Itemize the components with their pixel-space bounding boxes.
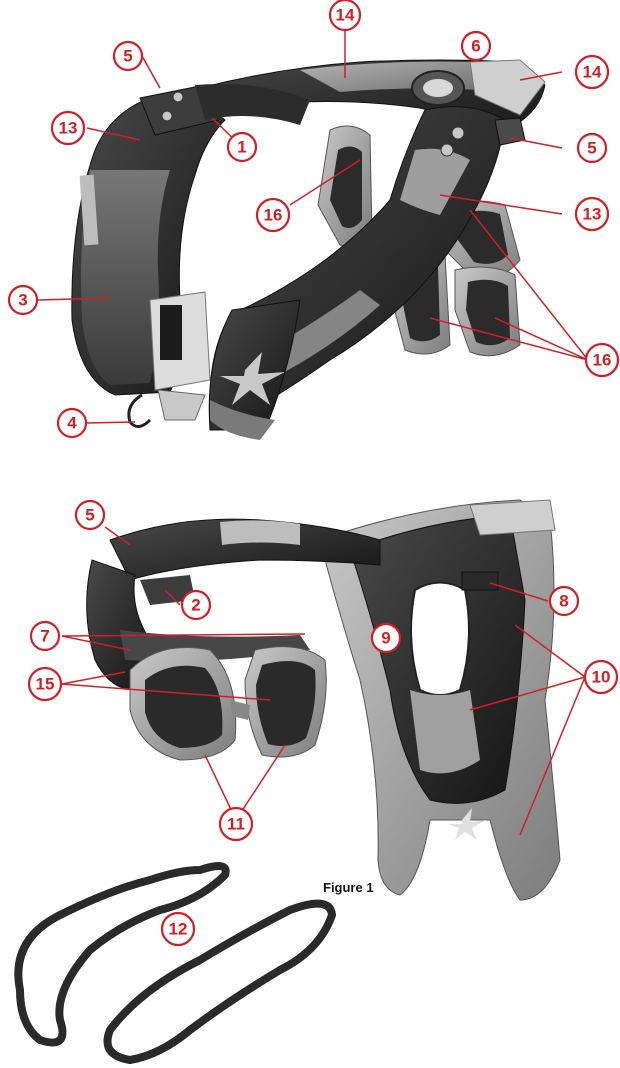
svg-text:1: 1: [237, 138, 246, 157]
svg-text:16: 16: [593, 351, 612, 370]
svg-text:5: 5: [123, 47, 132, 66]
svg-text:11: 11: [227, 815, 245, 834]
callout-16-left: 16: [257, 199, 289, 231]
callout-14-right: 14: [576, 56, 608, 88]
svg-text:10: 10: [592, 668, 611, 687]
svg-text:16: 16: [264, 206, 283, 225]
callout-13-right: 13: [576, 198, 608, 230]
callout-6: 6: [462, 32, 490, 60]
callout-15: 15: [29, 668, 61, 700]
svg-text:5: 5: [587, 139, 596, 158]
elastic-straps: [18, 866, 332, 1060]
svg-text:3: 3: [18, 291, 27, 310]
svg-text:2: 2: [191, 596, 200, 615]
callout-3: 3: [9, 286, 37, 314]
callout-8: 8: [550, 587, 578, 615]
callout-4: 4: [58, 409, 86, 437]
svg-text:8: 8: [559, 592, 568, 611]
callout-12: 12: [162, 913, 194, 945]
callout-1: 1: [228, 133, 256, 161]
callout-11: 11: [220, 808, 252, 840]
brace-bottom-view: [87, 500, 560, 900]
callout-5-top-left: 5: [114, 42, 142, 70]
callout-14-top: 14: [330, 0, 360, 30]
callout-2: 2: [182, 591, 210, 619]
svg-text:9: 9: [381, 629, 390, 648]
callout-5-bottom: 5: [76, 501, 104, 529]
svg-text:7: 7: [40, 627, 49, 646]
svg-text:14: 14: [583, 63, 602, 82]
svg-text:13: 13: [59, 119, 78, 138]
callout-13-left: 13: [52, 112, 84, 144]
svg-text:6: 6: [471, 37, 480, 56]
figure-caption: Figure 1: [323, 880, 374, 895]
svg-text:12: 12: [169, 920, 188, 939]
callout-10: 10: [585, 661, 617, 693]
svg-text:4: 4: [67, 414, 77, 433]
callout-9: 9: [372, 624, 400, 652]
brace-top-view: [72, 60, 545, 440]
callout-7: 7: [31, 622, 59, 650]
svg-text:14: 14: [336, 6, 355, 25]
callout-16-right: 16: [586, 344, 618, 376]
svg-text:13: 13: [583, 205, 602, 224]
svg-text:5: 5: [85, 506, 94, 525]
svg-text:15: 15: [36, 675, 55, 694]
callout-5-right: 5: [578, 134, 606, 162]
